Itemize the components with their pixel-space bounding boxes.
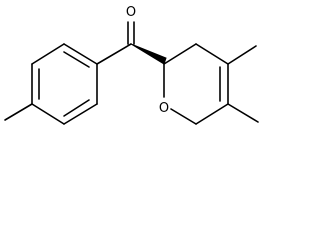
benzene-bond-1 [63, 43, 98, 65]
stereo-wedge-bond [130, 43, 167, 65]
pyran-bond-c3-c4 [195, 43, 229, 65]
benzene-double-inner-1 [63, 51, 90, 68]
ring-oxygen-label: O [159, 101, 169, 116]
benzene-bond-3 [63, 103, 98, 125]
para-methyl-bond [4, 103, 33, 121]
carbonyl-oxygen-label: O [126, 5, 136, 20]
benzene-bond-4 [31, 103, 65, 125]
pyran-methyl-bond-1 [227, 45, 257, 65]
pyran-bond-c2-c3 [163, 43, 197, 65]
benzene-bond-6 [31, 43, 65, 65]
skeletal-structure-diagram: O O [4, 5, 259, 125]
aryl-carbonyl-bond [96, 43, 132, 65]
pyran-bond-c6-o [170, 108, 197, 125]
pyran-methyl-bond-2 [227, 103, 259, 123]
molecule-canvas: O O [0, 0, 284, 134]
pyran-bond-c5-c6 [195, 103, 229, 125]
benzene-double-inner-2 [63, 99, 90, 117]
